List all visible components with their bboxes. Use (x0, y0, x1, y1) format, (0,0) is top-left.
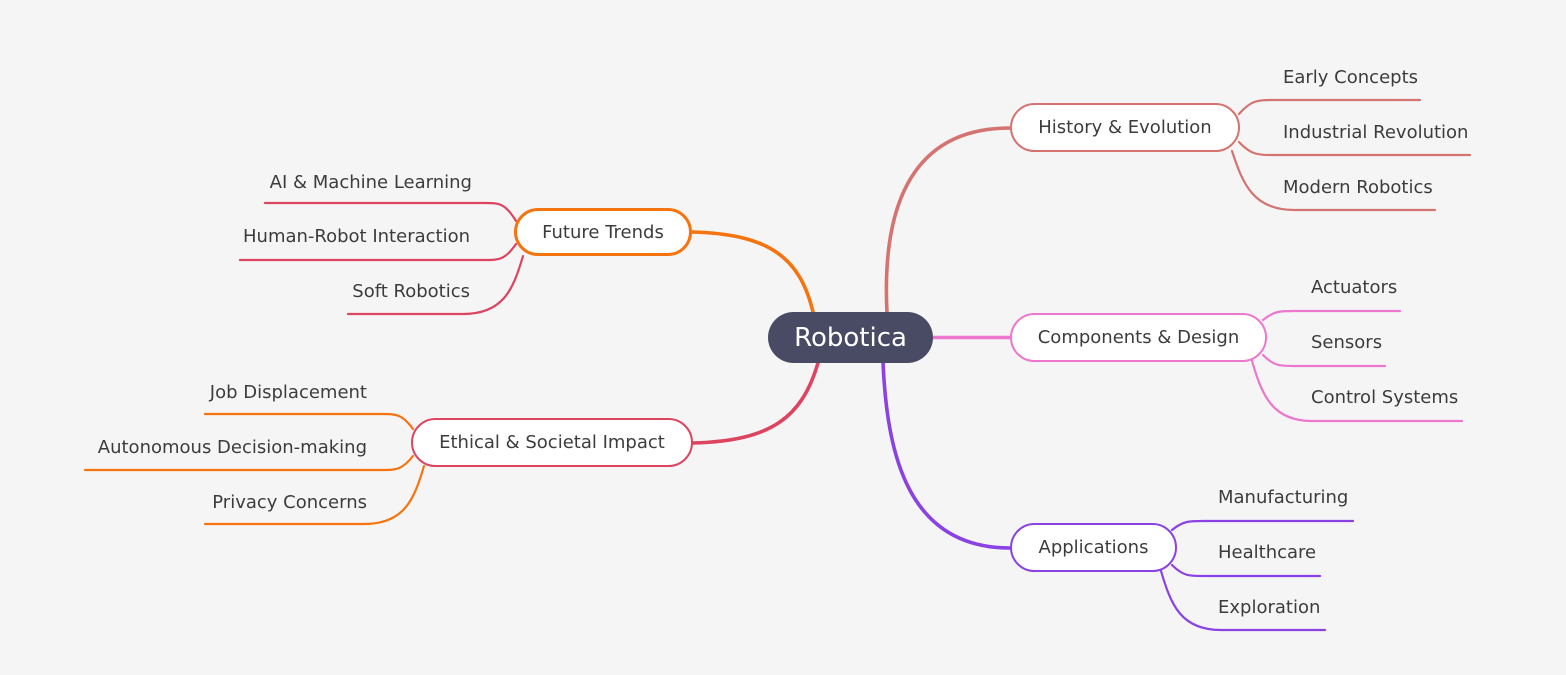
branch-node-components[interactable]: Components & Design (1010, 313, 1267, 362)
central-topic-label: Robotica (794, 322, 907, 353)
leaf-label-industrial-revolution[interactable]: Industrial Revolution (1283, 122, 1469, 143)
leaf-label-soft-robotics[interactable]: Soft Robotics (352, 281, 470, 302)
branch-label-history: History & Evolution (1038, 117, 1212, 138)
link-ethical-autonomous-decision-making (83, 454, 415, 472)
link-components-actuators (1261, 309, 1402, 322)
branch-node-applications[interactable]: Applications (1010, 523, 1177, 572)
branch-node-ethical[interactable]: Ethical & Societal Impact (411, 418, 693, 467)
leaf-label-healthcare[interactable]: Healthcare (1218, 542, 1317, 563)
branch-label-future-trends: Future Trends (542, 221, 664, 243)
leaf-label-manufacturing[interactable]: Manufacturing (1218, 487, 1349, 508)
link-robotica-history (884, 126, 1012, 315)
leaf-label-human-robot-interaction[interactable]: Human-Robot Interaction (243, 226, 470, 247)
leaf-label-actuators[interactable]: Actuators (1311, 277, 1398, 298)
link-applications-healthcare (1170, 563, 1322, 578)
link-robotica-future-trends (690, 230, 815, 314)
leaf-label-ai-machine-learning[interactable]: AI & Machine Learning (269, 172, 472, 193)
leaf-label-sensors[interactable]: Sensors (1311, 332, 1383, 353)
link-future-trends-human-robot-interaction (238, 242, 518, 262)
branch-label-components: Components & Design (1037, 327, 1240, 348)
link-history-modern-robotics (1230, 149, 1437, 212)
leaf-label-exploration[interactable]: Exploration (1218, 597, 1321, 618)
leaf-label-privacy-concerns[interactable]: Privacy Concerns (212, 492, 367, 513)
link-applications-manufacturing (1170, 519, 1355, 532)
leaf-label-early-concepts[interactable]: Early Concepts (1283, 67, 1418, 88)
leaf-label-autonomous-decision-making[interactable]: Autonomous Decision-making (97, 437, 367, 458)
leaf-label-job-displacement[interactable]: Job Displacement (209, 382, 367, 403)
central-topic-node[interactable]: Robotica (768, 312, 933, 363)
link-robotica-applications (881, 360, 1012, 550)
branch-label-applications: Applications (1038, 537, 1149, 558)
leaf-label-control-systems[interactable]: Control Systems (1311, 387, 1459, 408)
link-future-trends-ai-machine-learning (263, 201, 518, 223)
link-applications-exploration (1159, 569, 1327, 632)
link-components-control-systems (1250, 359, 1464, 423)
branch-node-future-trends[interactable]: Future Trends (514, 208, 692, 256)
link-robotica-ethical (691, 361, 820, 445)
leaf-label-modern-robotics[interactable]: Modern Robotics (1283, 177, 1433, 198)
link-future-trends-soft-robotics (346, 254, 525, 316)
link-history-industrial-revolution (1237, 140, 1472, 157)
link-history-early-concepts (1237, 98, 1422, 116)
link-components-sensors (1261, 353, 1387, 368)
branch-node-history[interactable]: History & Evolution (1010, 103, 1240, 152)
link-ethical-privacy-concerns (203, 464, 426, 526)
branch-label-ethical: Ethical & Societal Impact (439, 432, 665, 453)
link-ethical-job-displacement (203, 412, 415, 431)
